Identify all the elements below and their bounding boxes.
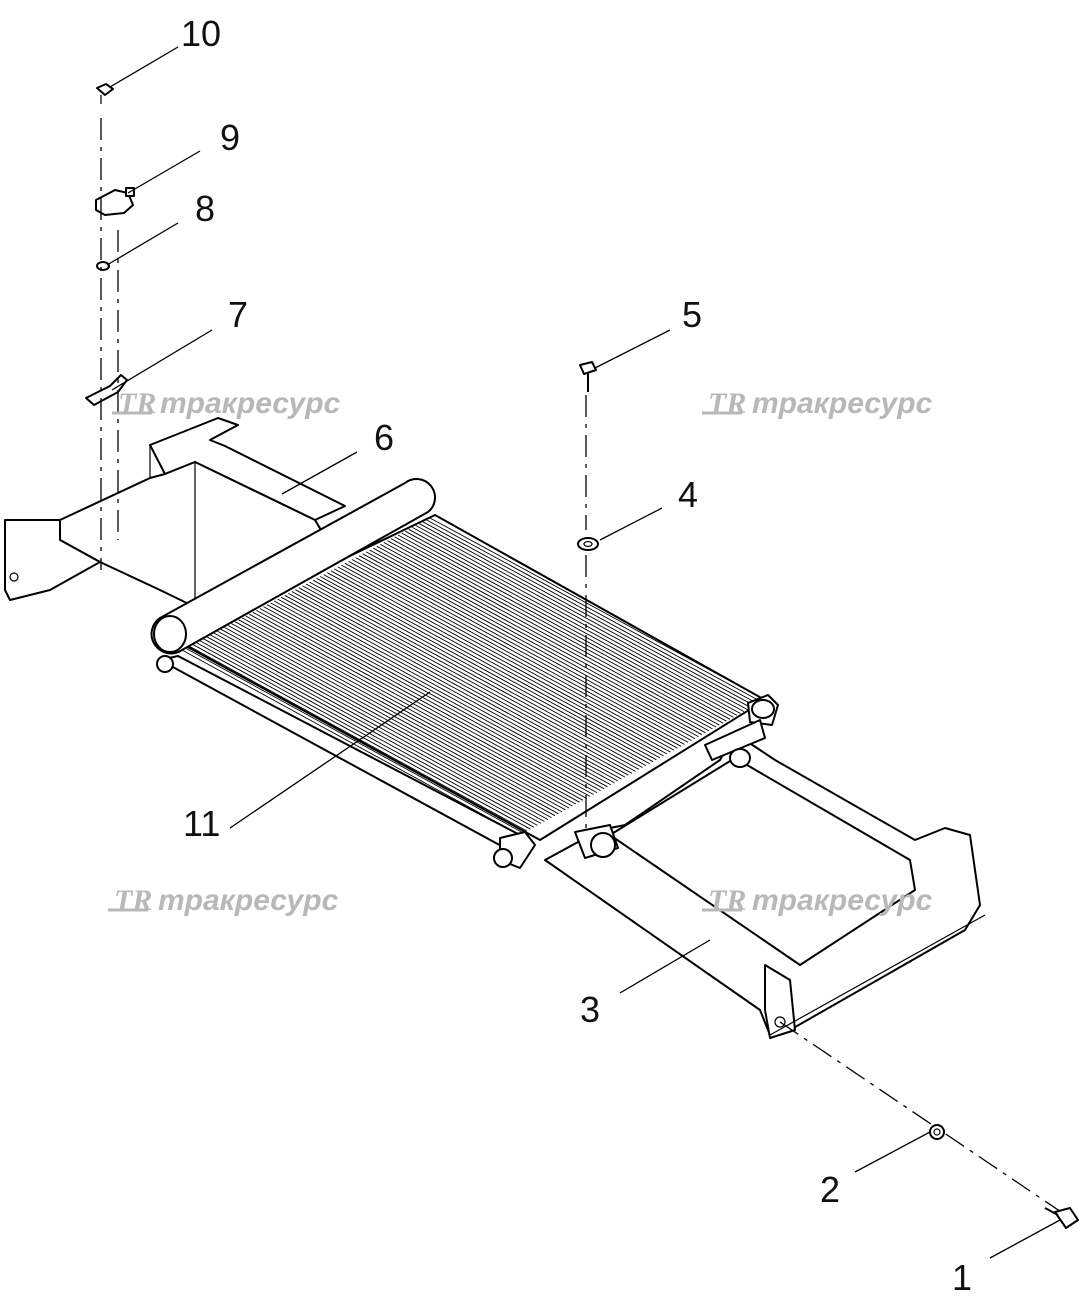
radiator-fin	[327, 572, 664, 757]
radiator-fin	[288, 593, 626, 778]
radiator-fin	[412, 527, 748, 710]
callout-6: 6	[374, 417, 394, 458]
right-hardware-stack	[577, 361, 599, 835]
right-bracket	[544, 719, 986, 1039]
watermark-bottom-left: TR тракресурс	[108, 884, 339, 917]
radiator-fin	[277, 598, 615, 784]
callout-1: 1	[952, 1257, 972, 1298]
watermark-bottom-right: TR тракресурс	[702, 884, 933, 917]
radiator-fin	[316, 577, 654, 763]
radiator-fin	[344, 562, 682, 747]
radiator-fin	[291, 591, 629, 776]
radiator-fin	[397, 534, 734, 718]
radiator-fin	[330, 570, 668, 755]
radiator-fin	[284, 594, 622, 780]
watermark-top-right: TR тракресурс	[702, 387, 933, 420]
radiator-fin	[280, 596, 619, 782]
radiator-fin	[358, 555, 696, 739]
radiator-fin	[256, 610, 594, 795]
watermark-text: тракресурс	[752, 387, 933, 420]
radiator-fin	[298, 587, 636, 772]
radiator-fin	[334, 568, 671, 753]
radiator-fin	[185, 647, 524, 834]
radiator-fin	[302, 585, 640, 770]
radiator-fin	[312, 579, 650, 764]
radiator-fin	[181, 649, 521, 836]
radiator-fin	[227, 625, 566, 811]
radiator-core	[150, 478, 779, 869]
leader-lines	[106, 46, 1061, 1259]
radiator-fin	[295, 589, 633, 774]
lower-hardware	[779, 1021, 1079, 1229]
radiator-fin	[404, 530, 741, 714]
callout-labels: 10 9 8 7 6 5 4 11 3 2 1	[181, 13, 972, 1298]
radiator-fin	[252, 611, 591, 797]
callout-4: 4	[678, 474, 698, 515]
radiator-fin	[348, 561, 685, 745]
callout-2: 2	[820, 1169, 840, 1210]
radiator-fin	[249, 613, 587, 799]
radiator-fin	[369, 549, 706, 734]
radiator-fin	[341, 564, 678, 749]
radiator-fin	[259, 608, 598, 793]
radiator-fin	[351, 559, 689, 743]
watermarks: TR тракресурс TR тракресурс TR тракресур…	[108, 387, 933, 917]
radiator-fin	[217, 630, 556, 817]
radiator-fin	[380, 544, 717, 728]
radiator-fin	[220, 628, 559, 815]
radiator-fin	[422, 521, 759, 705]
radiator-fin	[376, 545, 713, 730]
radiator-fin	[241, 617, 580, 803]
radiator-fin	[192, 643, 531, 830]
radiator-fin	[231, 623, 570, 809]
radiator-fin	[224, 627, 563, 813]
radiator-fin	[387, 540, 724, 724]
radiator-fin	[273, 600, 612, 786]
radiator-fin	[270, 602, 608, 788]
radiator-fin	[213, 632, 552, 818]
radiator-fin	[426, 519, 762, 703]
radiator-fin	[394, 536, 731, 720]
radiator-fin	[309, 581, 647, 766]
radiator-fin	[408, 528, 745, 712]
radiator-fin	[373, 547, 710, 732]
radiator-fin	[415, 525, 752, 709]
radiator-fin	[195, 642, 535, 828]
radiator-fin	[390, 538, 727, 722]
callout-11: 11	[183, 803, 220, 844]
radiator-fin	[245, 615, 584, 801]
left-hardware-stack	[85, 83, 135, 570]
callout-10: 10	[181, 13, 221, 54]
watermark-text: тракресурс	[160, 387, 341, 420]
radiator-fin	[238, 619, 577, 805]
radiator-fin	[429, 517, 766, 701]
watermark-logo: TR	[708, 884, 746, 917]
watermark-text: тракресурс	[158, 884, 339, 917]
watermark-logo: TR	[708, 387, 746, 420]
radiator-fin	[263, 606, 601, 791]
radiator-fin	[401, 532, 738, 716]
radiator-fin	[419, 523, 755, 707]
callout-8: 8	[195, 188, 215, 229]
watermark-logo: TR	[118, 387, 156, 420]
callout-3: 3	[580, 989, 600, 1030]
radiator-fin	[383, 542, 720, 726]
radiator-fin	[319, 576, 657, 761]
watermark-text: тракресурс	[752, 884, 933, 917]
radiator-fin	[337, 566, 675, 751]
radiator-fin	[234, 621, 573, 807]
radiator-fin	[362, 553, 699, 737]
radiator-fin	[323, 574, 661, 759]
radiator-fin	[355, 557, 692, 741]
radiator-fin	[365, 551, 703, 736]
callout-9: 9	[220, 117, 240, 158]
radiator-fin	[266, 604, 605, 790]
watermark-logo: TR	[114, 884, 152, 917]
radiator-fins	[181, 517, 766, 836]
watermark-top-left: TR тракресурс	[112, 387, 341, 420]
callout-5: 5	[682, 294, 702, 335]
callout-7: 7	[228, 294, 248, 335]
radiator-fin	[188, 645, 528, 832]
